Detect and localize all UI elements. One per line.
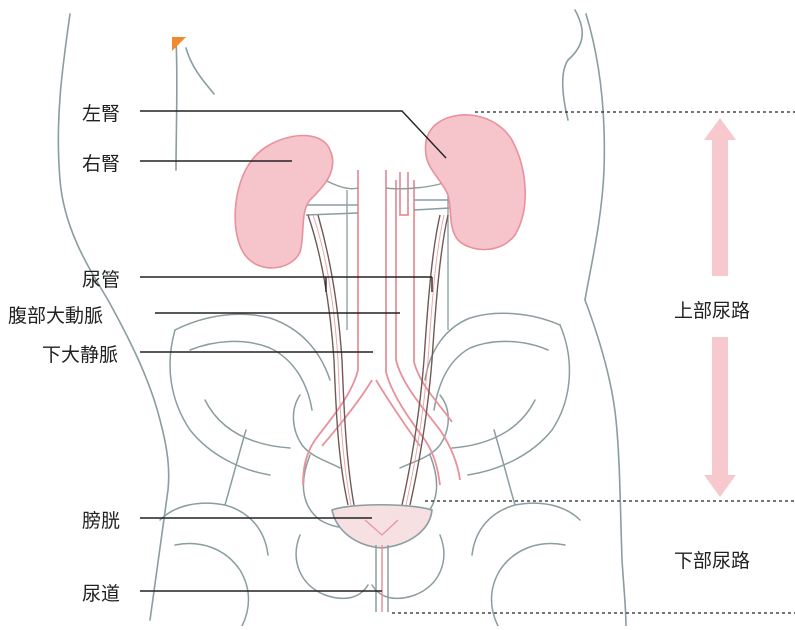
bladder (332, 505, 432, 548)
label-ureter: 尿管 (82, 265, 120, 292)
label-right-kidney: 右腎 (82, 149, 120, 176)
upper-tract-arrow-top (704, 118, 736, 276)
label-inferior-vena-cava: 下大静脈 (42, 340, 118, 367)
inferior-vena-cava (303, 170, 440, 485)
label-bladder: 膀胱 (82, 506, 120, 533)
label-left-kidney: 左腎 (82, 99, 120, 126)
ureters (308, 215, 448, 505)
left-kidney (425, 115, 525, 250)
leader-ureter-2 (326, 277, 432, 292)
label-upper-urinary-tract: 上部尿路 (674, 296, 750, 323)
pelvis-outline (160, 313, 580, 626)
renal-vessels (306, 180, 450, 215)
label-lower-urinary-tract: 下部尿路 (674, 546, 750, 573)
upper-tract-arrow-bottom (704, 337, 736, 497)
label-urethra: 尿道 (82, 579, 120, 606)
corner-mark (172, 37, 186, 51)
label-abdominal-aorta: 腹部大動脈 (8, 301, 103, 328)
